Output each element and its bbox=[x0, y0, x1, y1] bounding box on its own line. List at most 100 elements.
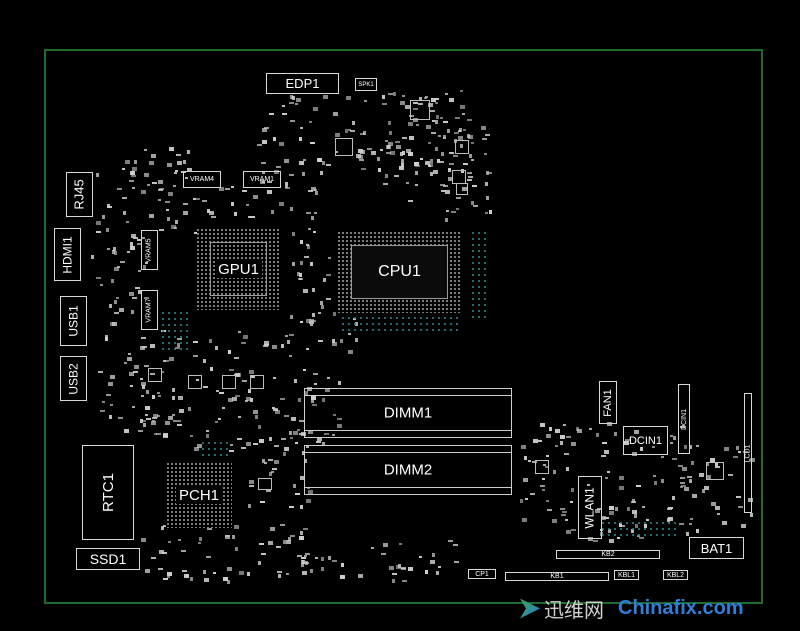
smd-part bbox=[384, 140, 388, 143]
smd-part bbox=[219, 391, 225, 394]
smd-part bbox=[417, 102, 423, 105]
fan1-connector: FAN1 bbox=[599, 381, 617, 424]
smd-part bbox=[140, 381, 146, 386]
smd-part bbox=[183, 159, 187, 164]
dimm1-slot: DIMM1 bbox=[304, 388, 512, 438]
smd-part bbox=[308, 227, 312, 230]
smd-part bbox=[431, 119, 435, 122]
smd-part bbox=[262, 128, 268, 133]
smd-part bbox=[459, 127, 463, 132]
smd-part bbox=[327, 556, 331, 561]
smd-part bbox=[703, 486, 709, 491]
smd-part bbox=[273, 444, 279, 447]
smd-part bbox=[524, 455, 528, 460]
vram4-label: VRAM4 bbox=[189, 176, 215, 183]
smd-part bbox=[288, 174, 294, 177]
smd-part bbox=[456, 208, 460, 211]
smd-part bbox=[242, 334, 248, 339]
smd-part bbox=[413, 102, 419, 105]
wlan1-label: WLAN1 bbox=[583, 486, 597, 529]
smd-part bbox=[551, 518, 557, 523]
smd-part bbox=[163, 359, 169, 362]
smd-part bbox=[705, 461, 709, 466]
smd-part bbox=[268, 471, 272, 476]
vram4-chip: VRAM4 bbox=[183, 171, 221, 188]
smd-part bbox=[238, 570, 244, 575]
smd-part bbox=[298, 277, 302, 280]
smd-part bbox=[95, 277, 101, 280]
smd-part bbox=[344, 129, 348, 134]
smd-part bbox=[394, 174, 400, 177]
smd-part bbox=[407, 199, 413, 202]
smd-part bbox=[348, 129, 352, 132]
smd-part bbox=[326, 274, 332, 277]
smd-part bbox=[436, 98, 440, 101]
via-field bbox=[600, 520, 680, 540]
smd-part bbox=[587, 483, 591, 486]
smd-part bbox=[401, 568, 407, 571]
smd-part bbox=[691, 493, 697, 498]
smd-part bbox=[683, 486, 689, 491]
smd-part bbox=[100, 409, 106, 412]
smd-part bbox=[294, 441, 298, 444]
smd-part bbox=[702, 489, 706, 494]
smd-part bbox=[445, 210, 449, 213]
ssd1-connector: SSD1 bbox=[76, 548, 140, 570]
smd-part bbox=[171, 395, 175, 400]
smd-part bbox=[315, 190, 319, 195]
smd-part bbox=[197, 541, 201, 544]
smd-part bbox=[110, 404, 114, 407]
smd-part bbox=[566, 530, 572, 535]
smd-part bbox=[577, 429, 583, 434]
smd-part bbox=[268, 437, 272, 442]
smd-part bbox=[303, 458, 307, 463]
smd-part bbox=[562, 511, 568, 514]
smd-part bbox=[415, 171, 419, 176]
smd-part bbox=[471, 185, 477, 188]
smd-part bbox=[304, 555, 308, 558]
smd-part bbox=[127, 356, 133, 361]
smd-part bbox=[129, 385, 133, 388]
smd-part bbox=[355, 154, 361, 159]
smd-part bbox=[134, 159, 138, 164]
smd-part bbox=[447, 540, 453, 543]
smd-part bbox=[321, 398, 325, 403]
smd-part bbox=[130, 234, 136, 239]
smd-part bbox=[177, 395, 183, 400]
smd-part bbox=[273, 377, 277, 380]
smd-part bbox=[274, 410, 280, 415]
smd-part bbox=[141, 394, 145, 397]
smd-part bbox=[310, 215, 314, 220]
smd-part bbox=[320, 300, 324, 305]
smd-part bbox=[122, 168, 126, 171]
smd-part bbox=[306, 318, 312, 323]
smd-part bbox=[299, 475, 305, 480]
smd-part bbox=[424, 97, 428, 100]
smd-part bbox=[485, 182, 489, 187]
smd-part bbox=[444, 218, 448, 223]
smd-part bbox=[238, 331, 242, 334]
smd-part bbox=[298, 161, 304, 166]
smd-part bbox=[339, 338, 343, 343]
smd-part bbox=[632, 498, 635, 503]
smd-part bbox=[289, 431, 293, 436]
smd-part bbox=[471, 201, 475, 206]
smd-part bbox=[229, 449, 235, 452]
smd-part bbox=[166, 574, 170, 579]
smd-part bbox=[255, 415, 259, 420]
smd-part bbox=[546, 500, 550, 503]
smd-part bbox=[424, 160, 430, 165]
smd-part bbox=[737, 450, 741, 453]
smd-part bbox=[210, 367, 214, 372]
smd-part bbox=[290, 314, 294, 319]
smd-part bbox=[215, 420, 219, 423]
smd-part bbox=[115, 297, 119, 300]
smd-part bbox=[481, 125, 487, 130]
smd-part bbox=[171, 413, 175, 416]
smd-part bbox=[140, 345, 146, 350]
smd-part bbox=[413, 108, 419, 111]
smd-part bbox=[182, 210, 188, 215]
smd-part bbox=[247, 391, 251, 394]
smd-part bbox=[439, 161, 445, 163]
smd-part bbox=[159, 229, 165, 232]
